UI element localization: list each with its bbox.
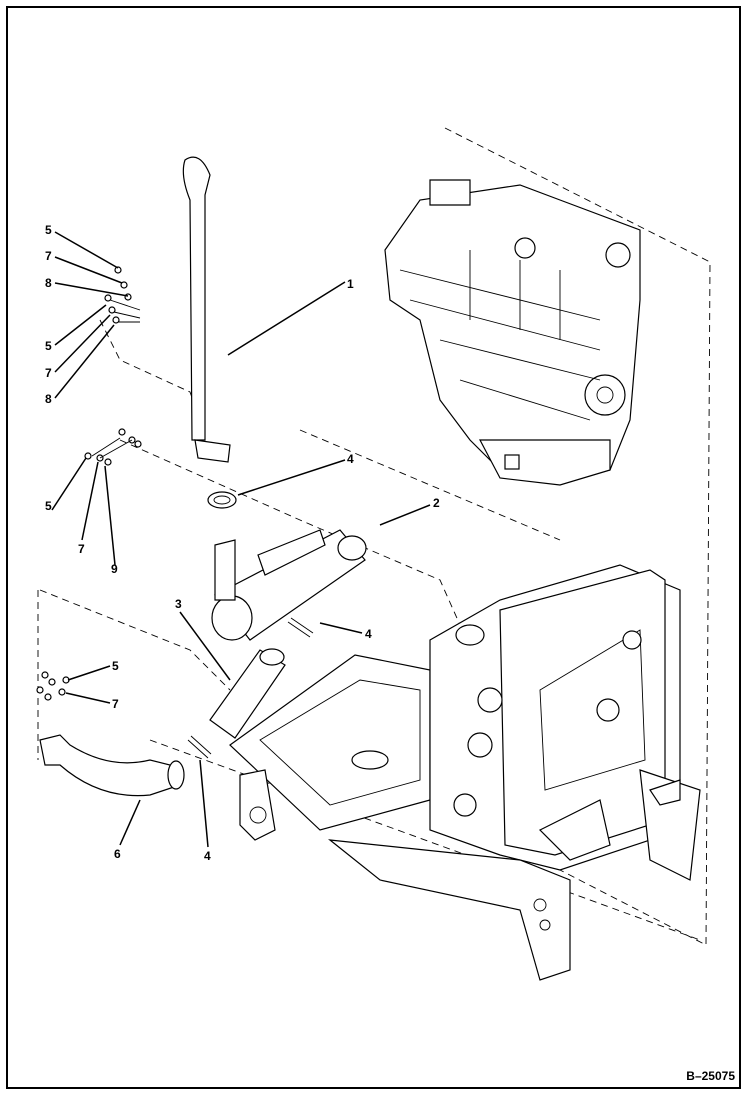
callout-8-mid: 8 — [45, 392, 52, 406]
callout-4-lower: 4 — [204, 849, 211, 863]
callout-6: 6 — [114, 847, 121, 861]
machine-frame — [229, 564, 701, 981]
muffler — [211, 529, 367, 641]
callout-5-muffler: 5 — [45, 499, 52, 513]
flex-pipe — [209, 648, 286, 739]
engine-assembly — [384, 179, 641, 486]
springs — [187, 617, 314, 759]
callout-3: 3 — [175, 597, 182, 611]
callout-7-muffler: 7 — [78, 542, 85, 556]
callout-7-top: 7 — [45, 249, 52, 263]
callout-labels: 1 2 3 4 4 4 5 7 8 5 7 8 5 7 9 5 7 6 — [45, 223, 440, 863]
callout-5-top: 5 — [45, 223, 52, 237]
tail-pipe — [182, 156, 231, 463]
callout-9: 9 — [111, 562, 118, 576]
figure-number: B–25075 — [686, 1069, 735, 1083]
callout-4-clamp: 4 — [347, 452, 354, 466]
callout-7-mid: 7 — [45, 366, 52, 380]
callout-8-top: 8 — [45, 276, 52, 290]
callout-5-lower: 5 — [112, 659, 119, 673]
hardware-bolts — [36, 266, 142, 701]
callout-7-lower: 7 — [112, 697, 119, 711]
callout-2: 2 — [433, 496, 440, 510]
callout-4-spring: 4 — [365, 627, 372, 641]
clamp — [207, 491, 237, 509]
exhaust-pipe — [39, 734, 185, 797]
drawing-frame — [6, 6, 741, 1089]
callout-5-mid: 5 — [45, 339, 52, 353]
callout-1: 1 — [347, 277, 354, 291]
leader-lines — [51, 231, 431, 848]
